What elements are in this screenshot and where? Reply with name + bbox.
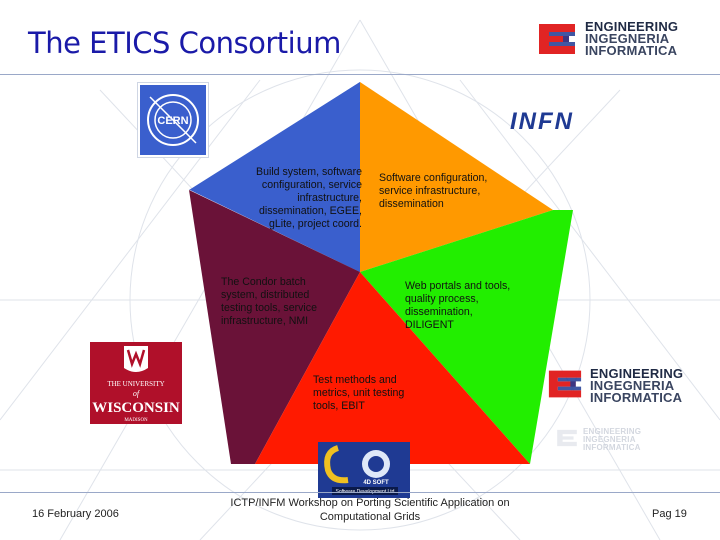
4dsoft-role-line: Test methods and	[313, 374, 397, 386]
wisconsin-role-label: The Condor batch system, distributed tes…	[221, 276, 371, 328]
footer-divider	[0, 492, 720, 493]
footer-event-line2: Computational Grids	[319, 511, 421, 523]
wisconsin-of-text: of	[133, 389, 141, 398]
4dsoft-role-line: tools, EBIT	[313, 400, 365, 412]
engineering-role-line: DILIGENT	[405, 319, 454, 331]
cern-logo: CERN	[137, 82, 209, 158]
engineering-line3: INFORMATICA	[590, 390, 683, 405]
engineering-mark-icon	[539, 24, 575, 54]
engineering-role-label: Web portals and tools, quality process, …	[405, 280, 555, 332]
engineering-line1: ENGINEERING	[585, 19, 679, 34]
cern-role-line: infrastructure,	[297, 192, 362, 204]
engineering-line3: INFORMATICA	[583, 443, 641, 452]
engineering-logo-faded: ENGINEERING INGEGNERIA INFORMATICA	[555, 425, 665, 455]
engineering-line1: ENGINEERING	[590, 366, 684, 381]
wisconsin-main-text: WISCONSIN	[92, 400, 180, 416]
engineering-mark-icon	[548, 370, 582, 398]
engineering-line3: INFORMATICA	[585, 43, 678, 58]
engineering-role-line: quality process,	[405, 293, 479, 305]
engineering-role-line: Web portals and tools,	[405, 280, 511, 292]
cern-role-line: configuration, service	[261, 179, 362, 191]
engineering-line2: INGEGNERIA	[585, 31, 670, 46]
cern-role-line: gLite, project coord.	[268, 218, 362, 230]
footer-event-line1: ICTP/INFM Workshop on Porting Scientific…	[230, 497, 510, 509]
wisconsin-role-line: testing tools, service	[221, 302, 317, 314]
engineering-logo-side: ENGINEERING INGEGNERIA INFORMATICA	[545, 365, 715, 407]
engineering-role-line: dissemination,	[405, 306, 473, 318]
segment-4dsoft	[255, 272, 530, 464]
cern-role-line: Build system, software	[256, 166, 362, 178]
engineering-line2: INGEGNERIA	[583, 435, 636, 444]
segment-wisconsin	[189, 190, 360, 464]
wisconsin-logo: THE UNIVERSITY of WISCONSIN MADISON	[90, 342, 182, 424]
engineering-mark-icon	[557, 429, 577, 447]
cern-text: CERN	[157, 115, 188, 127]
4dsoft-name: 4D SOFT	[363, 480, 389, 486]
segment-engineering	[360, 210, 573, 464]
infn-role-label: Software configuration, service infrastr…	[379, 172, 539, 211]
footer-date: 16 February 2006	[32, 508, 119, 520]
engineering-line1: ENGINEERING	[583, 427, 642, 436]
wisconsin-role-line: The Condor batch	[221, 276, 306, 288]
infn-role-line: dissemination	[379, 198, 444, 210]
engineering-line2: INGEGNERIA	[590, 378, 675, 393]
wisconsin-role-line: infrastructure, NMI	[221, 315, 309, 327]
cern-role-label: Build system, software configuration, se…	[222, 166, 362, 231]
wisconsin-role-line: system, distributed	[221, 289, 310, 301]
slide-title: The ETICS Consortium	[28, 26, 341, 60]
infn-role-line: service infrastructure,	[379, 185, 481, 197]
title-divider	[0, 74, 720, 75]
footer-event: ICTP/INFM Workshop on Porting Scientific…	[200, 496, 540, 524]
wisconsin-top-text: THE UNIVERSITY	[107, 380, 164, 388]
engineering-logo-header: ENGINEERING INGEGNERIA INFORMATICA	[535, 18, 705, 60]
infn-role-line: Software configuration,	[379, 172, 488, 184]
cern-role-line: dissemination, EGEE,	[258, 205, 362, 217]
infn-logo: INFN	[510, 108, 595, 138]
4dsoft-role-line: metrics, unit testing	[313, 387, 405, 399]
segment-infn	[360, 82, 553, 272]
wisconsin-bottom-text: MADISON	[124, 418, 148, 423]
page-number: Pag 19	[652, 508, 687, 520]
4dsoft-role-label: Test methods and metrics, unit testing t…	[313, 374, 463, 413]
infn-text: INFN	[510, 108, 574, 135]
segment-cern-fill	[189, 82, 360, 272]
4dsoft-logo: 4D SOFT Software Development Ltd	[318, 442, 410, 498]
